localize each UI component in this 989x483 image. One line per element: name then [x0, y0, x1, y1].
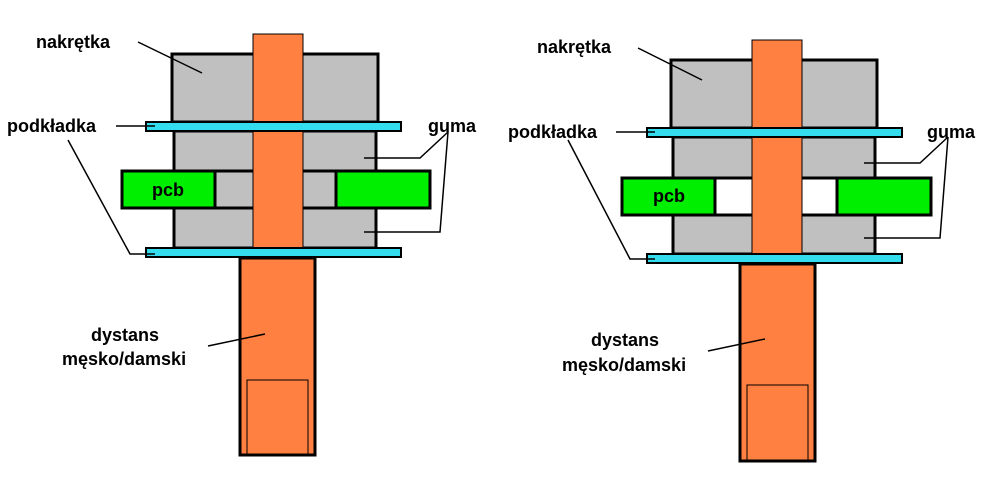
label-standoff-line1-right: dystans — [591, 330, 659, 350]
label-standoff-line2-left: męsko/damski — [62, 349, 186, 369]
label-nut-left: nakrętka — [36, 32, 111, 52]
standoff-cavity-left — [246, 379, 309, 456]
washer-upper-left — [145, 121, 402, 132]
diagram-left: nakrętka podkładka guma pcb dystans męsk… — [7, 32, 477, 457]
standoff-right — [738, 262, 817, 463]
pcb-block-right-a — [620, 176, 717, 217]
standoff-left — [238, 256, 317, 457]
pcb-block-left-a — [120, 169, 217, 210]
pcb-block-right-b — [835, 176, 933, 217]
diagram-right: nakrętka podkładka guma pcb dystans męsk… — [508, 37, 976, 463]
standoff-cavity-right — [746, 384, 809, 462]
bolt-left — [252, 33, 304, 259]
label-pcb-left: pcb — [152, 180, 184, 200]
washer-lower-left — [145, 247, 402, 258]
label-nut-right: nakrętka — [537, 37, 612, 57]
label-pcb-right: pcb — [653, 186, 685, 206]
label-washer-right: podkładka — [508, 122, 598, 142]
washer-lower-right — [646, 253, 903, 264]
label-rubber-right: guma — [927, 122, 976, 142]
label-rubber-left: guma — [428, 116, 477, 136]
label-washer-left: podkładka — [7, 116, 97, 136]
pcb-block-left-b — [334, 169, 432, 210]
leader-lines-right — [567, 47, 949, 352]
bolt-right — [751, 39, 803, 265]
leader-lines-left — [67, 41, 449, 347]
washer-upper-right — [646, 127, 903, 138]
label-standoff-line2-right: męsko/damski — [562, 355, 686, 375]
label-standoff-line1-left: dystans — [91, 325, 159, 345]
